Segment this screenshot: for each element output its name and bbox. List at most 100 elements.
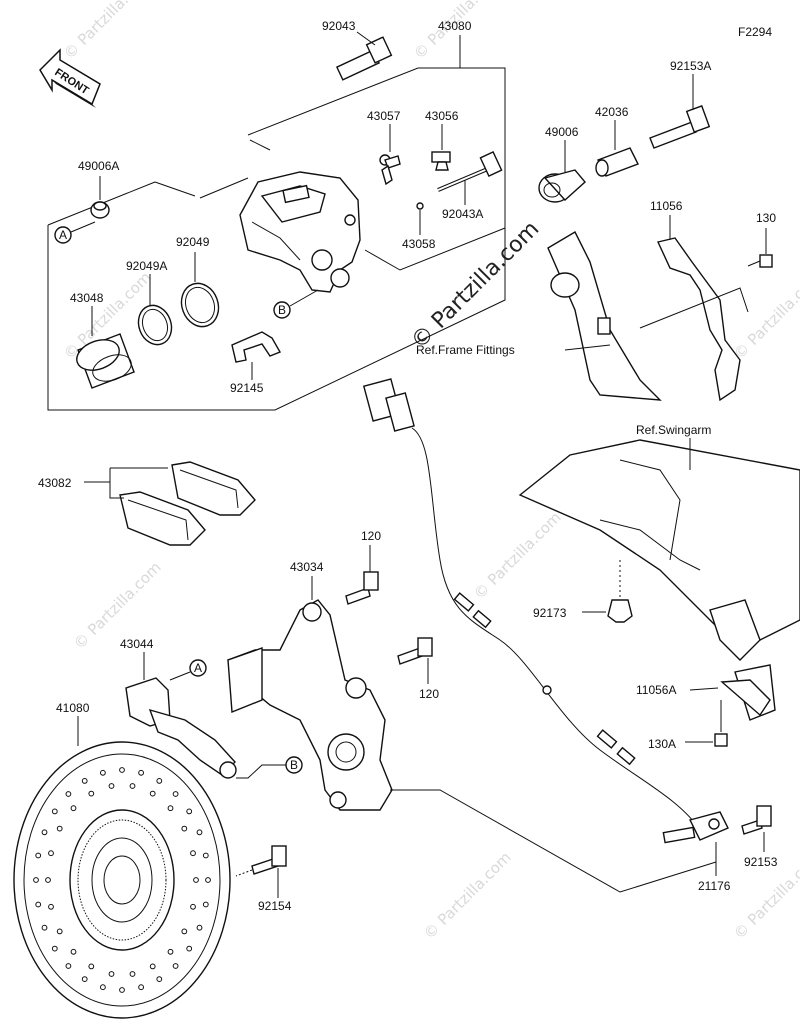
disc-hole	[167, 805, 174, 812]
marker-b-label: B	[290, 758, 298, 772]
part-label-92049: 92049	[176, 235, 210, 249]
disc-hole	[35, 901, 42, 908]
ring-43058	[416, 202, 424, 210]
boot-49006a	[90, 201, 110, 219]
disc-hole	[186, 808, 193, 815]
bolt-92043	[335, 31, 393, 81]
bracket-11056	[657, 237, 741, 402]
disc-hole	[100, 769, 106, 776]
brake-pads-43082	[119, 461, 256, 546]
part-label-42036: 42036	[595, 105, 629, 119]
disc-hole	[138, 769, 145, 776]
caliper-bracket-43034	[226, 599, 393, 811]
part-label-92043a: 92043A	[442, 207, 483, 221]
disc-hole	[156, 778, 163, 784]
part-label-43058: 43058	[402, 237, 436, 251]
disc-hole	[196, 924, 203, 931]
caliper-assembly-frame	[47, 62, 506, 411]
disc-hole	[149, 790, 156, 797]
disc-hole	[196, 829, 203, 836]
bolt-92153a	[649, 105, 711, 149]
part-label-92043: 92043	[322, 19, 356, 33]
disc-hole	[167, 948, 174, 955]
disc-hole	[119, 767, 125, 773]
disc-hole	[88, 963, 95, 970]
disc-hole	[129, 783, 136, 789]
frame-fittings-bracket	[547, 231, 662, 401]
holder-43044	[125, 677, 237, 779]
bolt-130	[747, 254, 773, 268]
disc-hole	[149, 963, 156, 970]
disc-hole	[108, 783, 115, 789]
abs-sensor-cable	[362, 378, 701, 831]
part-label-21176: 21176	[698, 879, 731, 893]
disc-hole	[181, 825, 188, 832]
disc-hole	[81, 976, 88, 982]
disc-hole	[138, 984, 145, 991]
disc-hole	[205, 877, 211, 883]
disc-hole	[70, 948, 77, 955]
bleeder-cap-43057	[379, 154, 401, 186]
marker-b-label: B	[278, 303, 286, 317]
disc-hole	[202, 901, 209, 908]
clip-92173	[607, 560, 633, 623]
disc-hole	[190, 850, 196, 857]
brake-disc-holes	[33, 767, 211, 993]
disc-hole	[70, 805, 77, 812]
disc-hole	[119, 987, 125, 993]
bolt-130a	[714, 700, 728, 747]
sensor-21176	[662, 811, 729, 844]
part-label-43048: 43048	[70, 291, 104, 305]
disc-hole	[51, 808, 58, 815]
bolt-92154	[235, 845, 287, 877]
part-label-43056: 43056	[425, 109, 459, 123]
bolt-120-lower	[397, 637, 433, 665]
part-label-43080: 43080	[438, 19, 472, 33]
disc-hole	[88, 790, 95, 797]
disc-hole	[108, 971, 115, 977]
piston-43048	[76, 333, 135, 389]
disc-hole	[65, 791, 72, 797]
part-label-43034: 43034	[290, 560, 324, 574]
disc-hole	[48, 903, 54, 910]
disc-hole	[45, 877, 51, 883]
sleeve-42036	[595, 147, 639, 177]
figure-code: F2294	[738, 25, 772, 39]
part-label-130: 130	[756, 211, 776, 225]
bolt-120-upper	[345, 571, 379, 605]
bracket-11056a	[720, 679, 771, 717]
part-label-92154: 92154	[258, 899, 292, 913]
part-label-11056a: 11056A	[636, 683, 676, 697]
part-label-11056: 11056	[650, 199, 683, 213]
bleeder-valve-43056	[431, 151, 451, 171]
disc-hole	[33, 877, 39, 883]
marker-b-upper	[273, 301, 291, 319]
disc-hole	[156, 976, 163, 982]
part-label-92153: 92153	[744, 855, 778, 869]
disc-hole	[65, 963, 72, 969]
disc-hole	[129, 971, 136, 977]
boot-49006	[538, 169, 586, 203]
disc-hole	[35, 852, 42, 859]
caliper-body	[239, 171, 361, 293]
disc-hole	[100, 984, 106, 991]
part-label-130a: 130A	[648, 737, 676, 751]
spring-clip-92145	[231, 331, 282, 363]
disc-hole	[81, 778, 88, 784]
disc-hole	[56, 825, 63, 832]
disc-hole	[41, 924, 48, 931]
ref-frame-fittings: Ref.Frame Fittings	[416, 343, 515, 357]
part-label-49006a: 49006A	[78, 159, 119, 173]
part-label-92145: 92145	[230, 381, 264, 395]
brake-disc-41080	[13, 741, 231, 1019]
seal-92049	[180, 282, 220, 328]
part-label-92049a: 92049A	[126, 259, 167, 273]
disc-hole	[172, 791, 179, 797]
marker-a-label: A	[194, 661, 202, 675]
part-label-120-upper: 120	[361, 529, 381, 543]
marker-a-lower	[189, 659, 207, 677]
part-label-92173: 92173	[533, 606, 567, 620]
disc-hole	[48, 850, 54, 857]
disc-hole	[172, 963, 179, 969]
